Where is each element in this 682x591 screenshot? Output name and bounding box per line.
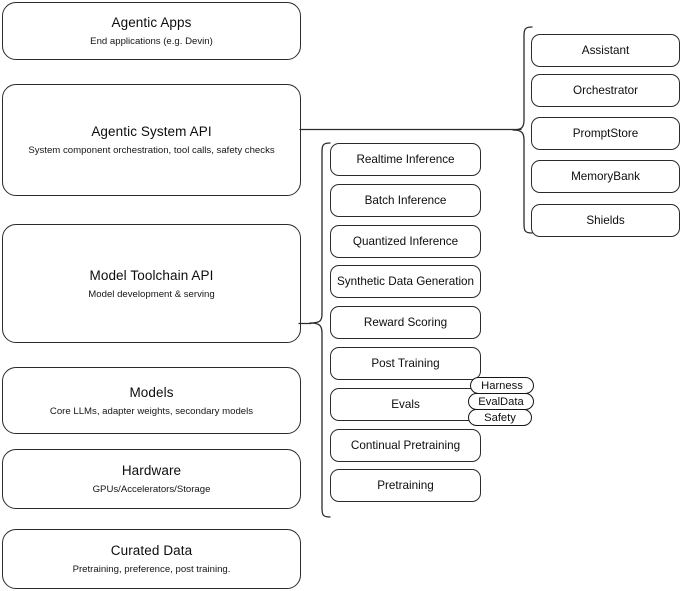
layer-card-curated-data[interactable]: Curated Data Pretraining, preference, po… <box>2 529 301 589</box>
toolchain-item-label: Synthetic Data Generation <box>336 275 475 288</box>
connector-line-agentic-system-api <box>299 118 522 138</box>
system-item-label: Assistant <box>581 44 630 57</box>
layer-title: Agentic System API <box>91 124 212 139</box>
toolchain-item-evals[interactable]: Evals <box>330 388 481 421</box>
layer-subtitle: System component orchestration, tool cal… <box>28 145 275 156</box>
toolchain-item-post-training[interactable]: Post Training <box>330 347 481 380</box>
layer-subtitle: GPUs/Accelerators/Storage <box>92 484 211 495</box>
toolchain-item-label: Post Training <box>371 357 440 370</box>
evals-tag-label: Safety <box>484 411 516 424</box>
layer-card-models[interactable]: Models Core LLMs, adapter weights, secon… <box>2 367 301 434</box>
layer-card-agentic-apps[interactable]: Agentic Apps End applications (e.g. Devi… <box>2 2 301 60</box>
layer-title: Model Toolchain API <box>89 267 214 283</box>
system-item-orchestrator[interactable]: Orchestrator <box>531 74 680 107</box>
toolchain-item-label: Continual Pretraining <box>350 439 461 452</box>
toolchain-item-continual-pretraining[interactable]: Continual Pretraining <box>330 429 481 462</box>
evals-tag-label: EvalData <box>478 395 524 408</box>
layer-title: Curated Data <box>110 543 193 558</box>
toolchain-item-batch-inference[interactable]: Batch Inference <box>330 184 481 217</box>
evals-tag-harness[interactable]: Harness <box>470 377 534 394</box>
system-item-label: MemoryBank <box>571 170 640 183</box>
toolchain-item-label: Reward Scoring <box>363 316 448 329</box>
layer-card-hardware[interactable]: Hardware GPUs/Accelerators/Storage <box>2 449 301 509</box>
layer-title: Agentic Apps <box>111 15 192 30</box>
toolchain-item-label: Evals <box>391 398 420 411</box>
layer-card-model-toolchain-api[interactable]: Model Toolchain API Model development & … <box>2 224 301 343</box>
layer-subtitle: Core LLMs, adapter weights, secondary mo… <box>49 405 254 417</box>
layer-subtitle: Model development & serving <box>88 288 215 300</box>
system-item-label: PromptStore <box>572 127 639 140</box>
layer-title: Models <box>129 384 174 400</box>
toolchain-item-label: Quantized Inference <box>352 235 459 248</box>
system-item-label: Orchestrator <box>573 84 638 97</box>
toolchain-item-label: Pretraining <box>377 479 434 492</box>
brace-toolchain-capabilities <box>308 142 332 518</box>
system-item-promptstore[interactable]: PromptStore <box>531 117 680 150</box>
toolchain-item-quantized-inference[interactable]: Quantized Inference <box>330 225 481 258</box>
system-item-shields[interactable]: Shields <box>531 204 680 237</box>
toolchain-item-reward-scoring[interactable]: Reward Scoring <box>330 306 481 339</box>
system-item-memorybank[interactable]: MemoryBank <box>531 160 680 193</box>
evals-tag-label: Harness <box>481 379 523 392</box>
system-item-assistant[interactable]: Assistant <box>531 34 680 67</box>
layer-title: Hardware <box>121 463 182 478</box>
toolchain-item-realtime-inference[interactable]: Realtime Inference <box>330 143 481 176</box>
connector-line-model-toolchain-api <box>298 316 313 332</box>
toolchain-item-label: Realtime Inference <box>356 153 455 166</box>
system-item-label: Shields <box>586 214 625 227</box>
toolchain-item-synthetic-data-generation[interactable]: Synthetic Data Generation <box>330 265 481 298</box>
toolchain-item-label: Batch Inference <box>364 194 447 207</box>
evals-tag-evaldata[interactable]: EvalData <box>468 393 534 410</box>
layer-subtitle: End applications (e.g. Devin) <box>90 36 213 47</box>
layer-card-agentic-system-api[interactable]: Agentic System API System component orch… <box>2 84 301 196</box>
toolchain-item-pretraining[interactable]: Pretraining <box>330 469 481 502</box>
evals-tag-safety[interactable]: Safety <box>468 409 532 426</box>
layer-subtitle: Pretraining, preference, post training. <box>72 564 231 575</box>
